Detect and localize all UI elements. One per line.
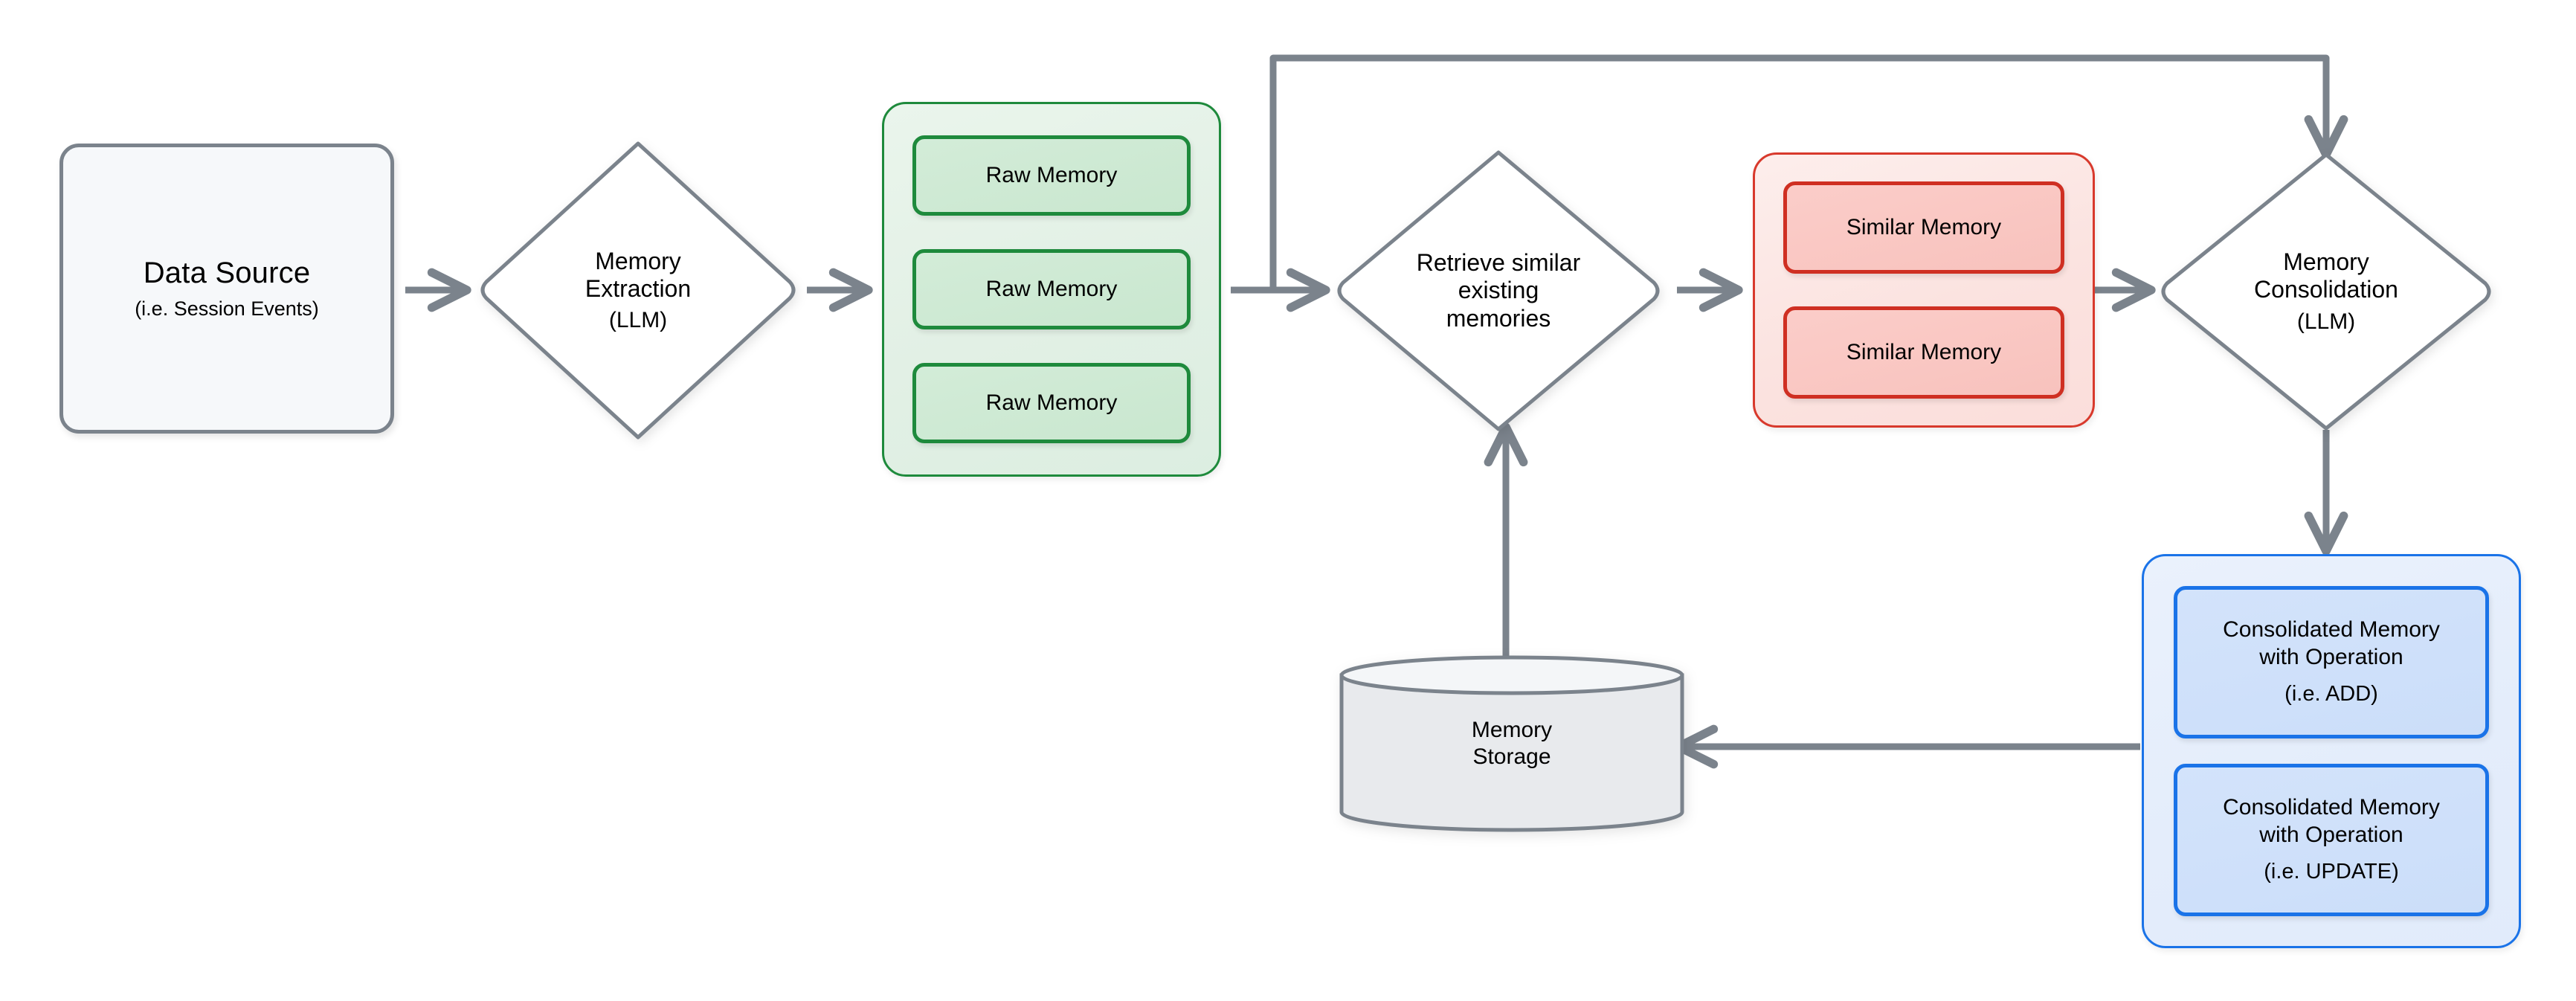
node-retrieve-similar-memories[interactable]: Retrieve similar existing memories: [1331, 145, 1666, 437]
retrieve-similar-diamond-shape: [1337, 150, 1660, 431]
raw-memory-label: Raw Memory: [985, 277, 1118, 301]
group-consolidated-memories: Consolidated Memory with Operation (i.e.…: [2142, 554, 2521, 948]
node-memory-consolidation[interactable]: Memory Consolidation (LLM): [2155, 147, 2497, 436]
consolidated-memory-subtitle: (i.e. UPDATE): [2264, 860, 2399, 884]
consolidated-memory-chip[interactable]: Consolidated Memory with Operation (i.e.…: [2174, 764, 2489, 916]
node-data-source[interactable]: Data Source (i.e. Session Events): [59, 144, 394, 434]
raw-memory-chip[interactable]: Raw Memory: [912, 135, 1191, 216]
consolidated-memory-title-line2: with Operation: [2259, 644, 2403, 669]
raw-memory-label: Raw Memory: [985, 390, 1118, 415]
raw-memory-chip[interactable]: Raw Memory: [912, 249, 1191, 329]
data-source-title: Data Source: [143, 257, 311, 290]
similar-memory-label: Similar Memory: [1846, 215, 2002, 239]
similar-memory-label: Similar Memory: [1846, 340, 2002, 364]
raw-memory-chip[interactable]: Raw Memory: [912, 363, 1191, 443]
similar-memory-chip[interactable]: Similar Memory: [1783, 306, 2064, 399]
similar-memory-chip[interactable]: Similar Memory: [1783, 181, 2064, 274]
node-memory-extraction[interactable]: Memory Extraction (LLM): [474, 136, 802, 445]
consolidated-memory-chip[interactable]: Consolidated Memory with Operation (i.e.…: [2174, 586, 2489, 738]
memory-consolidation-diamond-shape: [2161, 152, 2491, 431]
node-memory-storage[interactable]: Memory Storage: [1337, 654, 1687, 833]
group-raw-memories: Raw Memory Raw Memory Raw Memory: [882, 102, 1221, 477]
memory-extraction-diamond-shape: [480, 141, 796, 440]
consolidated-memory-title-line1: Consolidated Memory: [2223, 795, 2440, 820]
raw-memory-label: Raw Memory: [985, 163, 1118, 187]
consolidated-memory-title-line1: Consolidated Memory: [2223, 617, 2440, 643]
data-source-subtitle: (i.e. Session Events): [135, 297, 319, 321]
memory-storage-cylinder-shape: [1339, 655, 1684, 832]
consolidated-memory-title-line2: with Operation: [2259, 822, 2403, 847]
consolidated-memory-subtitle: (i.e. ADD): [2284, 682, 2378, 707]
group-similar-memories: Similar Memory Similar Memory: [1753, 152, 2095, 428]
